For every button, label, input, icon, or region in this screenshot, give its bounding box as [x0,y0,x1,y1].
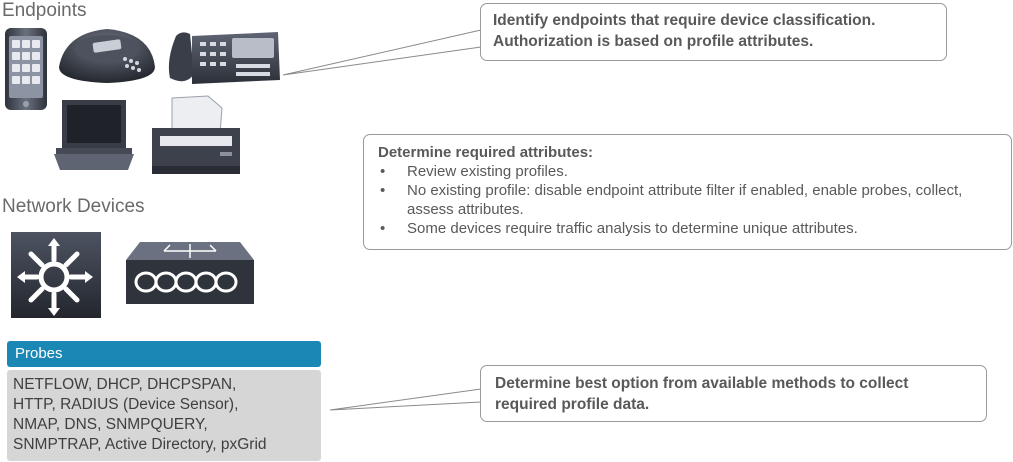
identify-callout-line2: Authorization is based on profile attrib… [493,33,814,50]
required-attributes-heading: Determine required attributes: [378,144,594,161]
endpoints-title: Endpoints [2,0,87,21]
layer3-switch-icon [9,230,103,320]
smartphone-icon [4,27,48,111]
required-attributes-callout: Determine required attributes: Review ex… [363,134,1012,250]
conference-phone-icon [55,27,159,85]
list-item: No existing profile: disable endpoint at… [378,181,997,219]
router-icon [124,240,256,306]
required-attributes-list: Review existing profiles. No existing pr… [378,162,997,238]
best-option-line2: required profile data. [495,396,650,413]
printer-icon [150,94,242,176]
identify-endpoints-callout: Identify endpoints that require device c… [480,3,947,61]
best-option-line1: Determine best option from available met… [495,375,909,392]
laptop-icon [54,98,134,172]
probes-header: Probes [7,341,321,367]
identify-callout-line1: Identify endpoints that require device c… [493,12,876,29]
probes-line: SNMPTRAP, Active Directory, pxGrid [13,436,267,453]
best-option-callout: Determine best option from available met… [480,365,987,422]
probes-line: NMAP, DNS, SNMPQUERY, [13,416,208,433]
list-item: Some devices require traffic analysis to… [378,219,997,238]
list-item: Review existing profiles. [378,162,997,181]
probes-line: NETFLOW, DHCP, DHCPSPAN, [13,376,237,393]
ip-phone-icon [166,30,282,86]
probes-list: NETFLOW, DHCP, DHCPSPAN, HTTP, RADIUS (D… [7,370,321,461]
probes-line: HTTP, RADIUS (Device Sensor), [13,396,239,413]
network-devices-title: Network Devices [2,196,145,217]
